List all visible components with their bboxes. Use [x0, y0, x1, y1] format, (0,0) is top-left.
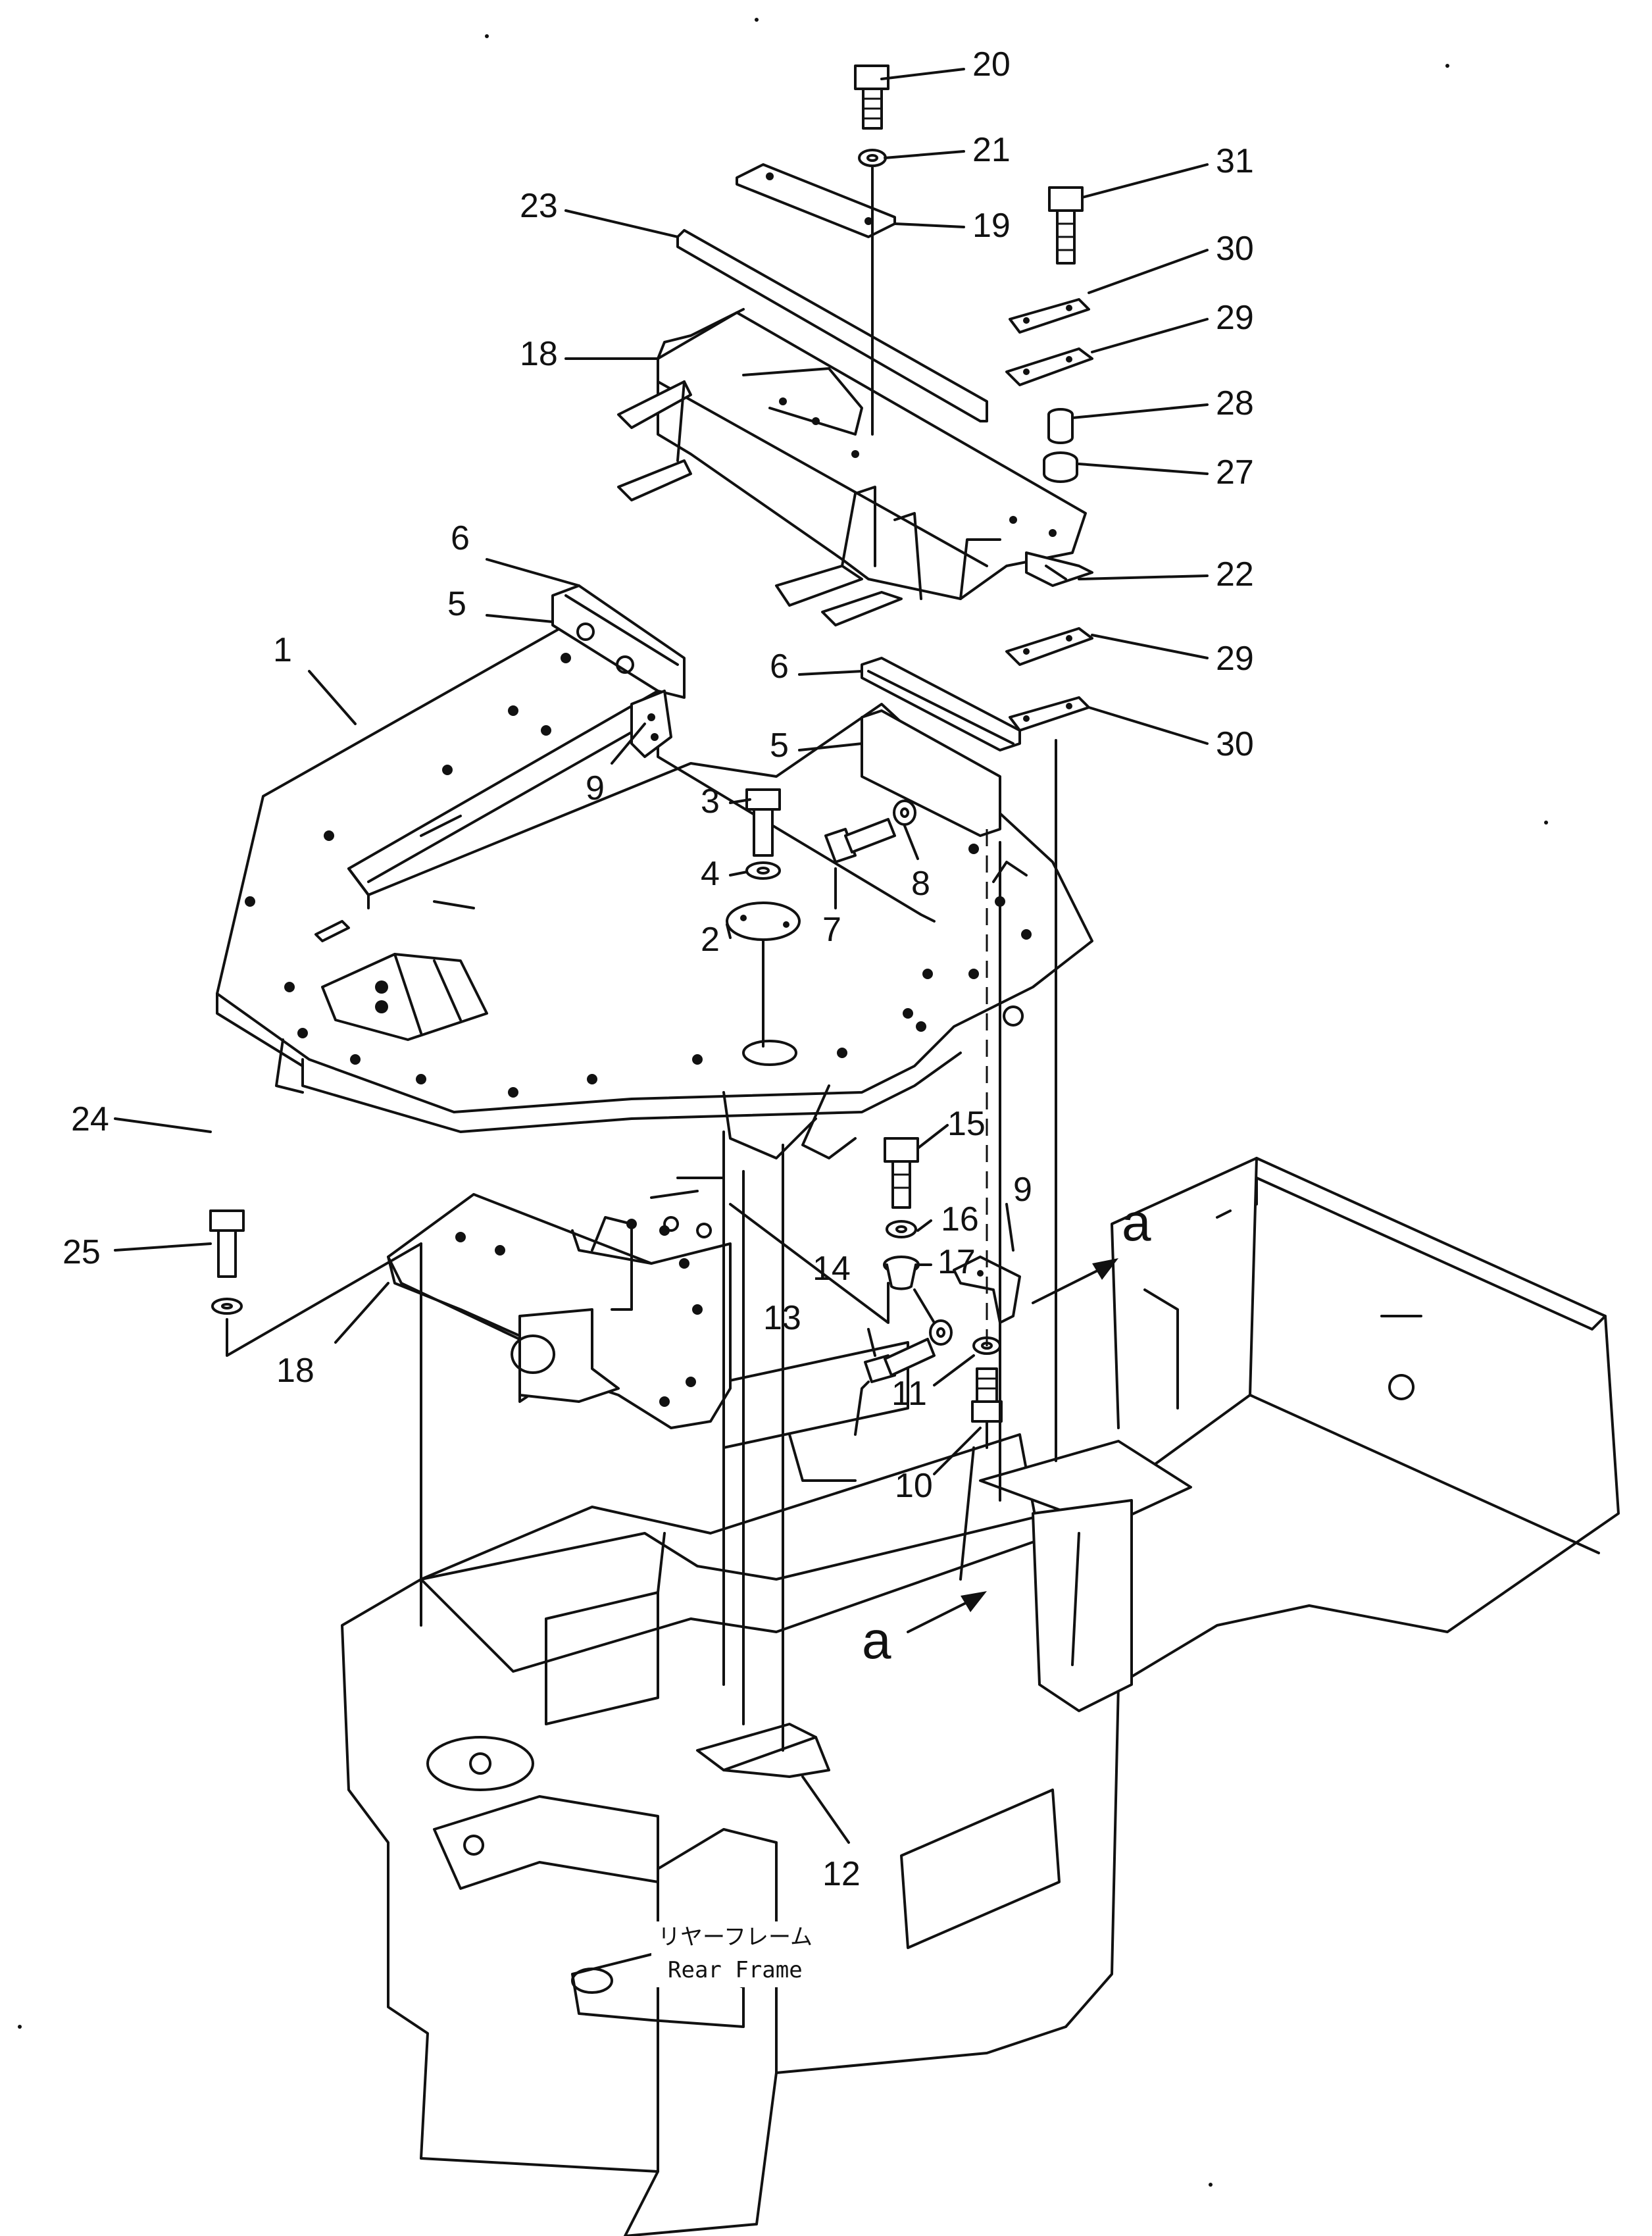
callout-11: 11 — [891, 1375, 927, 1413]
part-5-plate-right — [861, 709, 1001, 837]
callout-18: 18 — [276, 1352, 314, 1390]
part-7-bolt — [824, 818, 896, 863]
callout-17: 17 — [938, 1243, 976, 1281]
callout-30-bottom: 30 — [1216, 725, 1254, 763]
part-21-support-bracket — [617, 308, 1087, 626]
part-9-bracket-left — [630, 690, 672, 758]
callout-23: 20 — [972, 45, 1011, 84]
part-30-shim-top — [1009, 298, 1090, 334]
callout-30-top: 30 — [1216, 230, 1254, 268]
callout-29-bottom: 29 — [1216, 640, 1254, 678]
callout-6-left: 6 — [451, 519, 470, 557]
part-20-washer — [211, 1298, 243, 1315]
frame-label-backdrop — [651, 1921, 829, 1987]
callout-leaders — [114, 68, 1209, 1844]
callout-25: 22 — [1216, 555, 1254, 594]
callout-26: 23 — [520, 187, 558, 225]
part-10-bolt — [971, 1367, 1003, 1423]
part-4-washer — [745, 861, 781, 880]
part-8-washer — [893, 800, 916, 826]
callout-4: 4 — [701, 855, 720, 893]
callout-15: 15 — [947, 1105, 986, 1143]
callout-21: 18 — [520, 335, 558, 373]
part-27-mount — [1043, 451, 1078, 483]
callout-8: 8 — [911, 865, 930, 903]
view-mark-lower: a — [862, 1611, 891, 1669]
callout-12: 13 — [763, 1299, 801, 1337]
part-24-washer — [858, 149, 887, 167]
callout-2: 2 — [701, 921, 720, 959]
callout-1: 1 — [273, 631, 292, 669]
callout-labels: 20 21 19 23 18 31 30 29 28 27 22 29 30 6… — [63, 45, 1254, 1893]
part-19-bolt — [209, 1209, 245, 1278]
leader-line-19 — [226, 1242, 422, 1357]
part-2-cover — [726, 902, 801, 941]
frame-label-japanese: リヤーフレーム — [658, 1924, 813, 1950]
callout-13: 14 — [813, 1250, 851, 1288]
part-28-spacer — [1047, 408, 1074, 444]
part-6-strip-right — [861, 657, 1021, 751]
callout-19: 24 — [71, 1100, 109, 1138]
callout-24: 21 — [972, 131, 1011, 169]
callout-20: 25 — [63, 1233, 101, 1271]
part-18-bracket — [387, 1177, 732, 1429]
assembly-center-lines — [420, 739, 1057, 1752]
callout-7: 7 — [822, 911, 841, 949]
callout-5-left: 5 — [447, 585, 466, 623]
callout-3: 3 — [701, 782, 720, 821]
part-15-bolt — [884, 1137, 919, 1209]
part-17-bushing — [883, 1256, 920, 1290]
callout-14: 12 — [822, 1855, 861, 1893]
part-13-washer — [929, 1319, 953, 1346]
part-23-bolt — [854, 64, 889, 130]
part-25-bracket — [1025, 551, 1093, 587]
callout-27: 27 — [1216, 453, 1254, 492]
view-mark-upper: a — [1122, 1193, 1151, 1252]
callout-9-left: 9 — [586, 769, 605, 807]
part-29-shim-top — [1005, 347, 1093, 386]
callout-6-right: 6 — [770, 648, 789, 686]
callout-22: 19 — [972, 207, 1011, 245]
part-29-shim-bottom — [1005, 627, 1093, 666]
callout-28: 28 — [1216, 384, 1254, 422]
callout-5-right: 5 — [770, 726, 789, 765]
callout-16: 16 — [941, 1200, 979, 1238]
part-3-bolt — [745, 788, 781, 857]
part-31-bolt — [1048, 186, 1084, 265]
frame-label-english: Rear Frame — [668, 1957, 803, 1983]
callout-9-right: 9 — [1013, 1171, 1032, 1209]
part-26-strip — [676, 229, 988, 422]
view-arrow-lower — [907, 1591, 987, 1633]
callout-31: 31 — [1216, 142, 1254, 180]
callout-10: 10 — [895, 1467, 933, 1505]
view-arrow-upper — [1032, 1258, 1118, 1304]
part-16-washer — [886, 1220, 917, 1238]
part-12-bolt — [864, 1338, 936, 1383]
callout-29-top: 29 — [1216, 299, 1254, 337]
scan-specks — [18, 18, 1548, 2187]
part-30-shim-bottom — [1009, 696, 1090, 732]
